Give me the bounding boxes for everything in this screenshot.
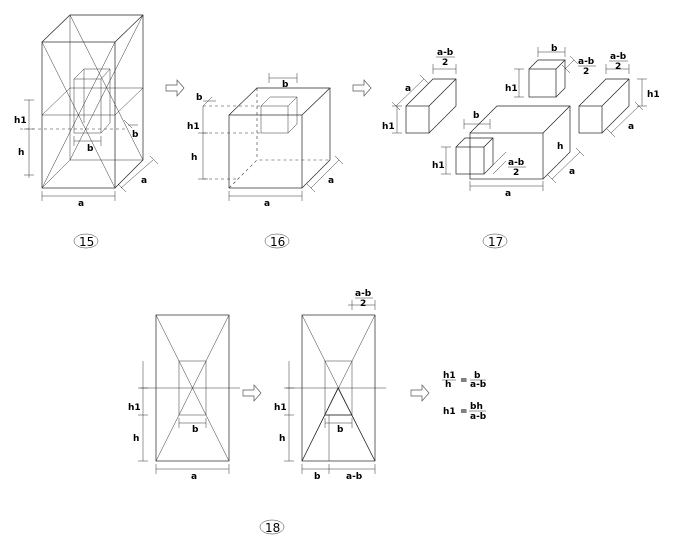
figure-15: h1 h b b a a 15: [14, 14, 159, 249]
fig17-h-center-label: h: [557, 142, 563, 152]
fig17-ab2-right-num: a-b: [610, 52, 627, 62]
fig16-number: 16: [270, 235, 285, 249]
fig17-a-left-label: a: [405, 84, 411, 94]
formula2-rhs-den: a-b: [470, 412, 487, 422]
fig18-right-ab-bottom-label: a-b: [346, 472, 363, 482]
arrow-right-icon: [410, 384, 430, 402]
fig18-left-h1-label: h1: [128, 403, 141, 413]
formula2-eq: =: [460, 407, 468, 417]
fig17-h1-bottom-label: h1: [432, 161, 445, 171]
fig15-a-side-label: a: [141, 176, 147, 186]
fig15-h1-label: h1: [14, 116, 27, 126]
arrow-right-icon: [165, 79, 185, 97]
prism-back-edges: [41, 14, 144, 189]
fig18-right-ab2-num: a-b: [355, 289, 372, 299]
fig16-b-left-label: b: [196, 93, 203, 103]
fig15-h-label: h: [18, 148, 24, 158]
fig16-h-label: h: [191, 153, 197, 163]
fig17-a-center-bottom-label: a: [505, 189, 511, 199]
fig17-number: 17: [488, 235, 503, 249]
fig15-b-side-label: b: [132, 130, 139, 140]
fig17-ab2-top-num: a-b: [437, 48, 454, 58]
formula1-rhs-den: a-b: [470, 380, 487, 390]
fig17-ab2-bottom-num: a-b: [508, 158, 525, 168]
formula2-rhs-num: bh: [470, 402, 483, 412]
fig15-number: 15: [79, 235, 94, 249]
formula1-lhs-den: h: [445, 380, 451, 390]
formula1-lhs-num: h1: [443, 371, 456, 381]
fig18-right-h-label: h: [279, 434, 285, 444]
fig18-left-a-label: a: [191, 472, 197, 482]
fig18-right-b-bottom-label: b: [314, 472, 321, 482]
figure-17: a-b 2 a h1 b h1 a-b 2 a-b: [382, 44, 660, 249]
arrow-right-icon: [352, 79, 372, 97]
figure-16: b b h1 h a a 16: [187, 73, 344, 249]
fig17-b-small-label: b: [551, 44, 558, 54]
fig18-number: 18: [265, 521, 280, 535]
fig16-b-top-label: b: [282, 80, 289, 90]
fig18-left-h-label: h: [133, 434, 139, 444]
fig17-ab2-top-den: 2: [442, 58, 448, 68]
formula1-eq: =: [460, 376, 468, 386]
fig17-a-center-side-label: a: [569, 167, 575, 177]
fig17-h1-small-label: h1: [505, 84, 518, 94]
fig17-ab2-mid-num: a-b: [578, 57, 595, 67]
fig16-a-bottom-label: a: [264, 199, 270, 209]
fig15-a-bottom-label: a: [78, 199, 84, 209]
fig18-right-h1-label: h1: [274, 403, 287, 413]
fig17-a-right-label: a: [628, 122, 634, 132]
fig17-ab2-right-den: 2: [615, 62, 621, 72]
formula2-lhs: h1: [443, 407, 456, 417]
fig17-ab2-bottom-den: 2: [513, 168, 519, 178]
fig17-h1-left-label: h1: [382, 122, 395, 132]
fig18-left-b-label: b: [192, 425, 199, 435]
fig18-right-ab2-den: 2: [360, 299, 366, 309]
fig16-h1-label: h1: [187, 122, 200, 132]
fig17-ab2-mid-den: 2: [583, 67, 589, 77]
formula-ratio: h1 h = b a-b: [442, 371, 487, 390]
fig18-right-b-inner-label: b: [337, 425, 344, 435]
figure-18: h1 h b a a-b 2 h1 h b: [128, 289, 487, 535]
fig15-b-front-label: b: [87, 144, 94, 154]
fig16-a-side-label: a: [328, 176, 334, 186]
formula-result: h1 = bh a-b: [443, 402, 487, 422]
arrow-right-icon: [242, 384, 262, 402]
fig17-b-center-label: b: [473, 111, 480, 121]
formula1-rhs-num: b: [474, 371, 481, 381]
fig17-h1-right-label: h1: [647, 90, 660, 100]
